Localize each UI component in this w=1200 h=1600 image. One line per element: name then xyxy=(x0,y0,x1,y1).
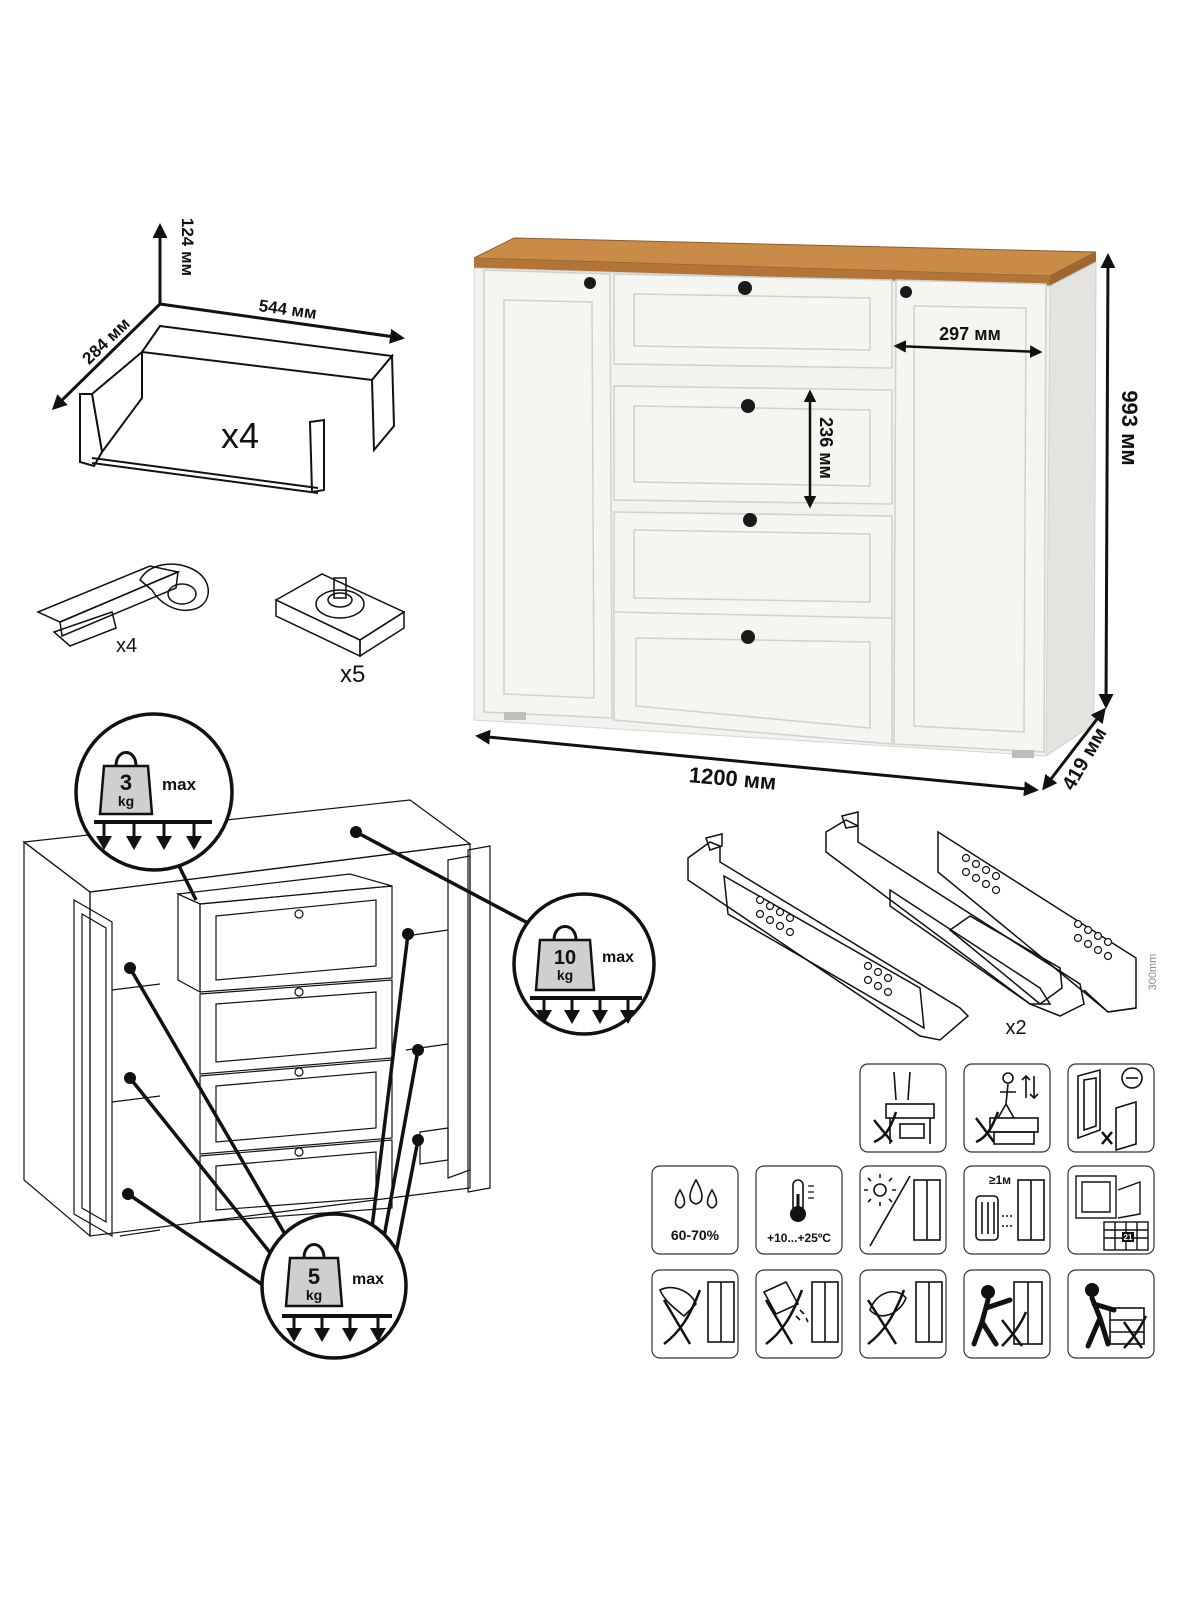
temperature-icon: +10...+25ºC xyxy=(767,1179,831,1245)
slide-holes xyxy=(755,853,1113,997)
knob-icon xyxy=(738,281,752,295)
no-climbing-on-drawers-icon xyxy=(975,1072,1039,1145)
cabinet-width-arrow xyxy=(475,729,1039,797)
humidity-icon: 60-70% xyxy=(671,1178,720,1243)
load-limit-shelf-badge: 5 kg max xyxy=(260,1212,408,1360)
downward-arrows-icon xyxy=(286,1316,386,1342)
door-width-arrow xyxy=(893,340,1043,358)
cabinet-height-arrow xyxy=(1098,253,1116,709)
load-bottom-value: 10 xyxy=(554,947,576,969)
cabinet-depth-arrow xyxy=(1042,707,1106,791)
drawer-depth-label: 284 мм xyxy=(79,314,134,368)
temperature-label: +10...+25ºC xyxy=(767,1231,831,1245)
drawer-front-height-label: 236 мм xyxy=(816,417,836,479)
weight-icon xyxy=(284,1256,344,1308)
knob-icon xyxy=(741,630,755,644)
load-shelf-value: 5 xyxy=(308,1264,320,1289)
no-dragging-icon xyxy=(1085,1283,1148,1349)
drawer-height-label: 124 мм xyxy=(178,218,197,276)
cabinet-height-label: 993 мм xyxy=(1117,390,1142,465)
drawer-box: 124 мм 544 мм 284 мм x4 xyxy=(51,218,405,494)
cabinet-side xyxy=(1045,261,1097,757)
drawer-front-2 xyxy=(613,385,893,505)
downward-arrows-icon xyxy=(96,822,202,850)
weight-icon xyxy=(534,938,596,992)
wall-anchor-icon xyxy=(1077,1067,1143,1152)
width-dimension-arrow xyxy=(159,302,405,344)
door-width-label: 297 мм xyxy=(939,324,1001,344)
open-left-door xyxy=(73,898,113,1238)
no-wet-cleaning-icon xyxy=(658,1281,735,1345)
left-door xyxy=(483,269,613,719)
knobs xyxy=(584,277,912,644)
heater-distance-icon: ≥1м xyxy=(975,1173,1045,1241)
depth-dimension-arrow xyxy=(51,302,162,411)
load-bottom-unit: kg xyxy=(557,967,573,983)
load-top-suffix: max xyxy=(162,775,197,794)
weight-icon xyxy=(98,764,154,816)
load-bottom-suffix: max xyxy=(602,949,634,966)
cabinet-width-label: 1200 мм xyxy=(688,762,777,795)
open-cabinet-drawing xyxy=(22,799,491,1238)
slide-length-label: 300mm xyxy=(1147,954,1159,991)
knob-icon xyxy=(741,399,755,413)
drawer-quantity-label: x4 xyxy=(221,415,259,456)
knob-icon xyxy=(743,513,757,527)
drawer-front-3 xyxy=(613,511,893,621)
load-shelf-unit: kg xyxy=(306,1287,322,1303)
load-limit-bottom-badge: 10 kg max xyxy=(512,892,656,1036)
hinge: x4 xyxy=(36,563,210,657)
load-limit-top-badge: 3 kg max xyxy=(74,712,234,872)
downward-arrows-icon xyxy=(536,998,636,1024)
no-direct-sunlight-icon xyxy=(864,1174,941,1247)
hinge-quantity-label: x4 xyxy=(116,635,137,657)
no-solvents-icon xyxy=(866,1281,943,1345)
foot-quantity-label: x5 xyxy=(340,661,365,688)
slide-quantity-label: x2 xyxy=(1005,1017,1026,1039)
humidity-label: 60-70% xyxy=(671,1227,720,1243)
load-top-value: 3 xyxy=(120,770,132,795)
load-shelf-suffix: max xyxy=(352,1271,384,1288)
open-drawer-front-3 xyxy=(199,1059,393,1155)
drawer-front-4 xyxy=(613,611,893,745)
care-icons-grid: 60-70% +10...+25ºC ≥1м xyxy=(651,1063,1155,1359)
drawer-box-outline xyxy=(79,324,396,494)
drawer-slides xyxy=(687,811,1137,1041)
drawer-front-1 xyxy=(613,273,893,369)
acclimatization-icon: 21 xyxy=(1075,1175,1149,1251)
open-drawer-front-4 xyxy=(199,1139,393,1223)
calendar-day-label: 21 xyxy=(1124,1233,1133,1242)
no-hanging-on-doors-icon xyxy=(971,1281,1043,1347)
no-standing-on-furniture-icon xyxy=(873,1071,935,1144)
no-abrasive-cleaning-icon xyxy=(762,1280,839,1345)
main-cabinet: 297 мм 236 мм 993 мм 1200 мм 419 мм xyxy=(473,237,1142,797)
leveling-foot: x5 xyxy=(274,573,406,688)
knob-icon xyxy=(900,286,912,298)
load-top-unit: kg xyxy=(118,793,134,809)
knob-icon xyxy=(584,277,596,289)
heater-distance-label: ≥1м xyxy=(989,1173,1011,1187)
